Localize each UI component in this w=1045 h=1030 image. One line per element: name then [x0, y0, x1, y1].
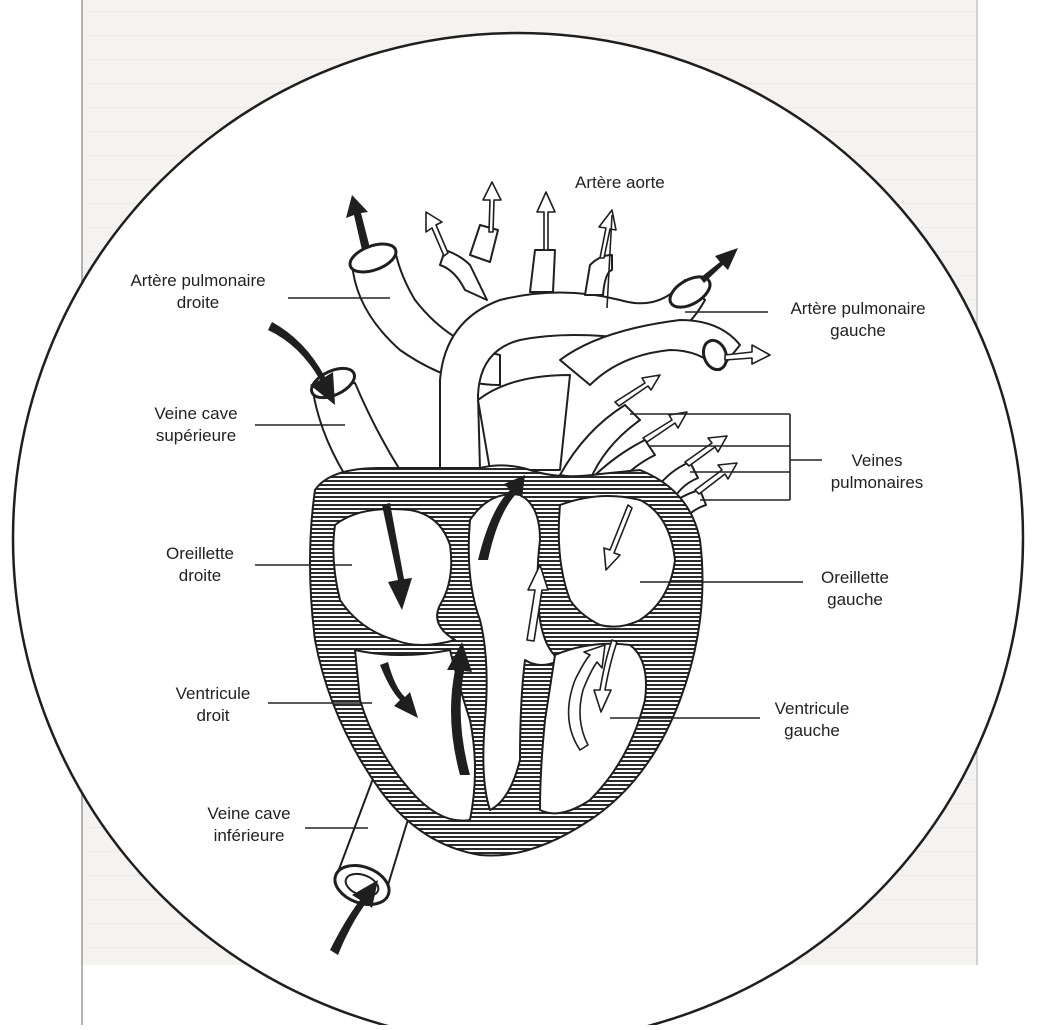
label-oreillette-droite: Oreillette droite: [150, 543, 250, 587]
label-veine-cave-inferieure: Veine cave inférieure: [195, 803, 303, 847]
label-veine-cave-superieure: Veine cave supérieure: [140, 403, 252, 447]
label-artere-pulmonaire-gauche: Artère pulmonaire gauche: [772, 298, 944, 342]
label-artere-pulmonaire-droite: Artère pulmonaire droite: [112, 270, 284, 314]
label-artere-aorte: Artère aorte: [575, 172, 665, 194]
label-ventricule-droit: Ventricule droit: [163, 683, 263, 727]
label-ventricule-gauche: Ventricule gauche: [762, 698, 862, 742]
aorta-branch-2: [530, 250, 555, 292]
label-veines-pulmonaires: Veines pulmonaires: [822, 450, 932, 494]
label-oreillette-gauche: Oreillette gauche: [805, 567, 905, 611]
